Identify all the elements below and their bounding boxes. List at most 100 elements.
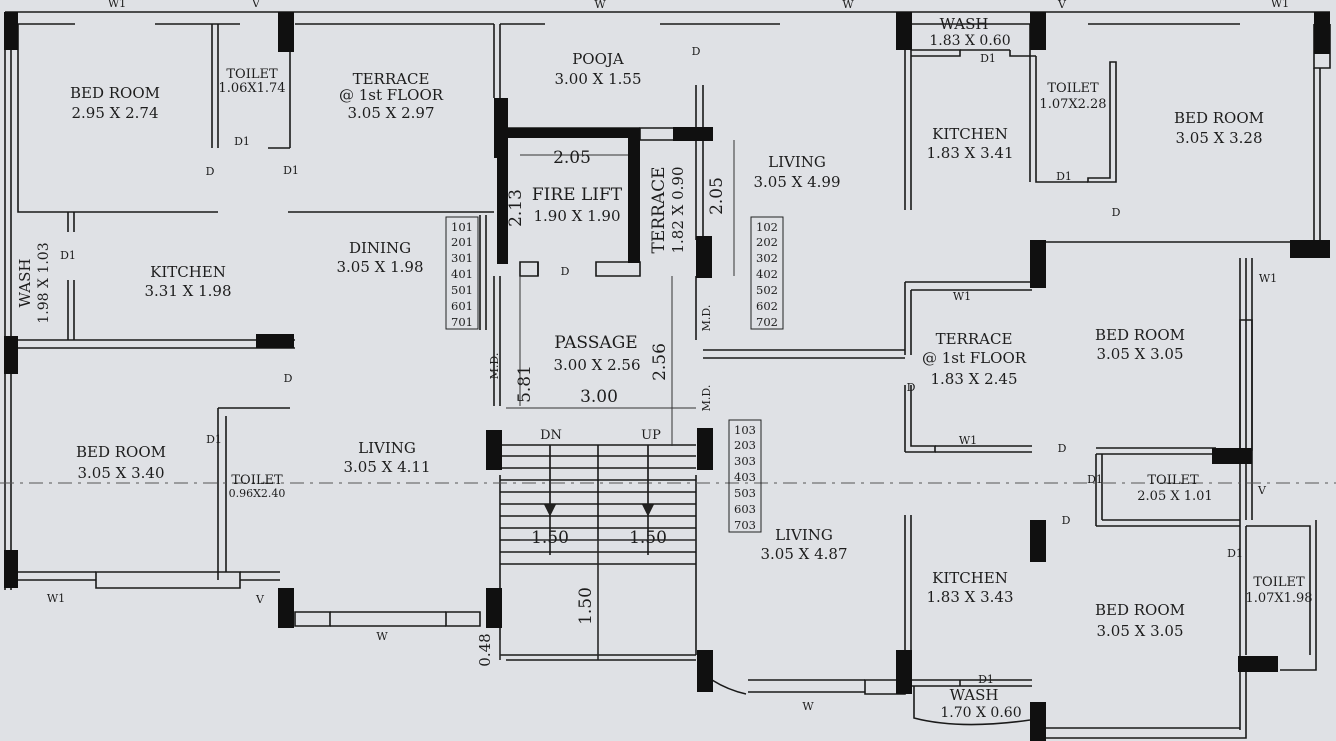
room-size: 1.07X2.28 (1039, 97, 1106, 112)
unit-number: 102 (756, 220, 778, 234)
room-size: 3.05 X 3.05 (1096, 622, 1183, 640)
unit-number: 403 (734, 470, 756, 484)
dimension-label: 1.50 (531, 528, 569, 548)
room-size: 1.98 X 1.03 (36, 242, 52, 323)
dimension-label: 5.81 (515, 365, 535, 403)
room-size: 1.06X1.74 (218, 81, 285, 96)
door-marker: D1 (206, 433, 222, 446)
room-size: 3.05 X 3.28 (1175, 129, 1262, 147)
room-name: KITCHEN (932, 125, 1008, 143)
room-size: 1.83 X 2.45 (930, 370, 1017, 388)
room-size: 1.83 X 0.60 (929, 33, 1010, 49)
unit-number: 402 (756, 267, 778, 281)
room-sub: @ 1st FLOOR (922, 349, 1027, 367)
door-marker: D1 (1087, 473, 1103, 486)
dimension-label: 2.56 (650, 343, 670, 381)
dimension-label: 2.13 (506, 189, 526, 227)
room-size: 1.82 X 0.90 (669, 166, 687, 253)
room-size: 1.83 X 3.41 (926, 144, 1013, 162)
unit-number: 702 (756, 315, 778, 329)
room-name: KITCHEN (932, 569, 1008, 587)
door-marker: D (692, 45, 701, 58)
vent-marker: V (1257, 484, 1267, 497)
room-name: KITCHEN (150, 263, 226, 281)
room-size: 1.90 X 1.90 (533, 207, 620, 225)
unit-number: 301 (451, 251, 473, 265)
dimension-label: 1.50 (576, 587, 596, 625)
window-marker: W (802, 700, 814, 713)
unit-number: 501 (451, 283, 473, 297)
room-size: 2.95 X 2.74 (71, 104, 158, 122)
room-size: 3.05 X 4.99 (753, 173, 840, 191)
main-door-marker: M.D. (700, 385, 713, 412)
opening-markers: W1 V W W V W1 D1 D1 D D1 D D D1 D1 D D1 … (47, 0, 1289, 713)
unit-number: 202 (756, 235, 778, 249)
room-name: TERRACE (649, 166, 669, 253)
room-name: BED ROOM (76, 443, 166, 461)
window-marker: W1 (1259, 272, 1277, 285)
dimension-label: 1.50 (629, 528, 667, 548)
dimension-label: 2.05 (707, 177, 727, 215)
room-labels: BED ROOM 2.95 X 2.74 TOILET 1.06X1.74 TE… (16, 15, 1313, 721)
room-name: BED ROOM (1095, 601, 1185, 619)
room-size: 2.05 X 1.01 (1137, 489, 1212, 504)
door-marker: D (561, 265, 570, 278)
dimension-label: 0.48 (476, 633, 494, 666)
door-marker: D1 (980, 52, 996, 65)
room-size: 3.00 X 2.56 (553, 356, 640, 374)
unit-number: 201 (451, 235, 473, 249)
room-name: LIVING (775, 526, 833, 544)
room-name: TOILET (1253, 575, 1305, 590)
room-size: 3.05 X 3.05 (1096, 345, 1183, 363)
unit-number: 302 (756, 251, 778, 265)
window-marker: W1 (959, 434, 977, 447)
unit-number: 502 (756, 283, 778, 297)
room-name: TOILET (1147, 473, 1199, 488)
door-marker: D (1062, 514, 1071, 527)
room-size: 1.07X1.98 (1245, 591, 1312, 606)
room-name: TOILET (226, 67, 278, 82)
room-name: TOILET (1047, 81, 1099, 96)
window-marker: W1 (47, 592, 65, 605)
room-size: 3.00 X 1.55 (554, 70, 641, 88)
room-size: 1.70 X 0.60 (940, 705, 1021, 721)
room-name: DINING (349, 239, 411, 257)
room-name: LIVING (768, 153, 826, 171)
vent-marker: V (251, 0, 261, 10)
room-name: TERRACE (936, 330, 1013, 348)
window-marker: W (842, 0, 854, 11)
room-size: 1.83 X 3.43 (926, 588, 1013, 606)
door-marker: D1 (234, 135, 250, 148)
stair-arrows (543, 445, 655, 517)
unit-number: 101 (451, 220, 473, 234)
unit-number: 701 (451, 315, 473, 329)
room-name: TOILET (231, 473, 283, 488)
room-name: BED ROOM (1095, 326, 1185, 344)
unit-number: 401 (451, 267, 473, 281)
unit-number: 601 (451, 299, 473, 313)
window-marker: W1 (108, 0, 126, 10)
unit-boxes (445, 216, 784, 533)
main-door-marker: M.D. (700, 305, 713, 332)
room-name: BED ROOM (1174, 109, 1264, 127)
stair-down-label: DN (540, 428, 562, 443)
main-door-marker: M.D. (488, 353, 501, 380)
door-marker: D1 (283, 164, 299, 177)
door-marker: D1 (978, 673, 994, 686)
room-size: 0.96X2.40 (229, 487, 286, 500)
unit-number: 703 (734, 518, 756, 532)
room-name: PASSAGE (554, 333, 637, 353)
window-marker: W1 (1271, 0, 1289, 10)
dimension-labels: 2.05 2.13 2.05 5.81 2.56 3.00 1.50 1.50 … (476, 148, 727, 667)
dimension-label: 2.05 (553, 148, 591, 168)
door-marker: D (1112, 206, 1121, 219)
room-size: 3.31 X 1.98 (144, 282, 231, 300)
stair-up-label: UP (641, 428, 661, 443)
walls-thin (4, 11, 1331, 739)
door-marker: D (206, 165, 215, 178)
vent-marker: V (255, 593, 265, 606)
room-size: 3.05 X 3.40 (77, 464, 164, 482)
door-marker: D (1058, 442, 1067, 455)
unit-number: 503 (734, 486, 756, 500)
